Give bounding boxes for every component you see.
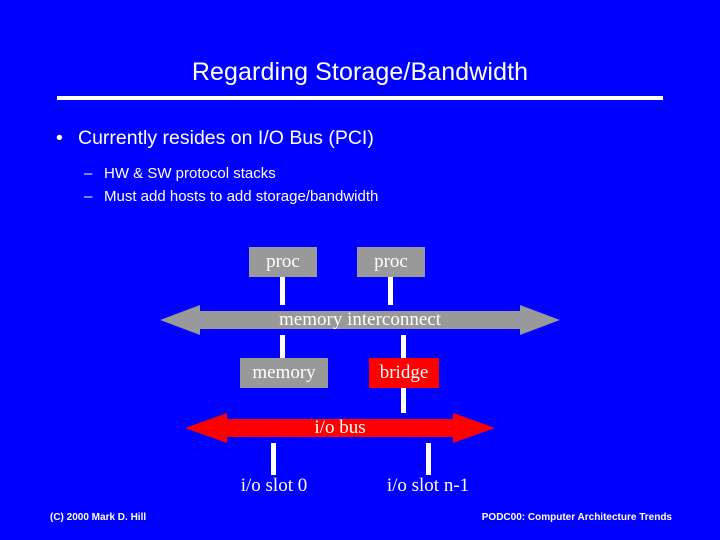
connector-memory	[280, 335, 285, 358]
title-divider	[57, 96, 663, 100]
bullet-level2-1: –HW & SW protocol stacks	[84, 165, 276, 182]
connector-proc-left	[280, 277, 285, 305]
memory-bus-arrow-icon	[160, 305, 560, 335]
page-title: Regarding Storage/Bandwidth	[191, 58, 529, 86]
bullet-level2-2-text: Must add hosts to add storage/bandwidth	[104, 188, 379, 205]
bullet-level1-text: Currently resides on I/O Bus (PCI)	[78, 127, 374, 149]
footer-copyright: (C) 2000 Mark D. Hill	[50, 512, 147, 523]
proc-right-block: proc	[357, 247, 425, 277]
io-bus-arrow-icon	[185, 413, 495, 443]
bullet-level2-2: –Must add hosts to add storage/bandwidth	[84, 188, 378, 205]
connector-proc-right	[388, 277, 393, 305]
connector-slot-n	[426, 443, 431, 475]
bullet-marker-sub: –	[84, 165, 93, 182]
io-bus-label: i/o bus	[314, 417, 366, 438]
connector-bridge-top	[401, 335, 406, 358]
connector-bridge-bottom	[401, 388, 406, 413]
memory-interconnect-label: memory interconnect	[279, 309, 441, 330]
bullet-level1: • Currently resides on I/O Bus (PCI)	[56, 127, 374, 150]
footer-talk-title: PODC00: Computer Architecture Trends	[481, 512, 672, 523]
io-bus: i/o bus	[185, 413, 495, 443]
io-slot-0-label: i/o slot 0	[240, 475, 308, 496]
memory-interconnect-bus: memory interconnect	[160, 305, 560, 335]
memory-block: memory	[240, 358, 328, 388]
io-slot-n-label: i/o slot n-1	[386, 475, 470, 496]
proc-left-block: proc	[249, 247, 317, 277]
connector-slot-0	[271, 443, 276, 475]
bullet-level2-1-text: HW & SW protocol stacks	[104, 165, 276, 182]
bullet-marker: •	[56, 127, 63, 149]
bridge-block: bridge	[369, 358, 439, 388]
architecture-diagram: proc proc memory interconnect memory bri…	[0, 230, 720, 510]
bullet-marker-sub: –	[84, 188, 93, 205]
